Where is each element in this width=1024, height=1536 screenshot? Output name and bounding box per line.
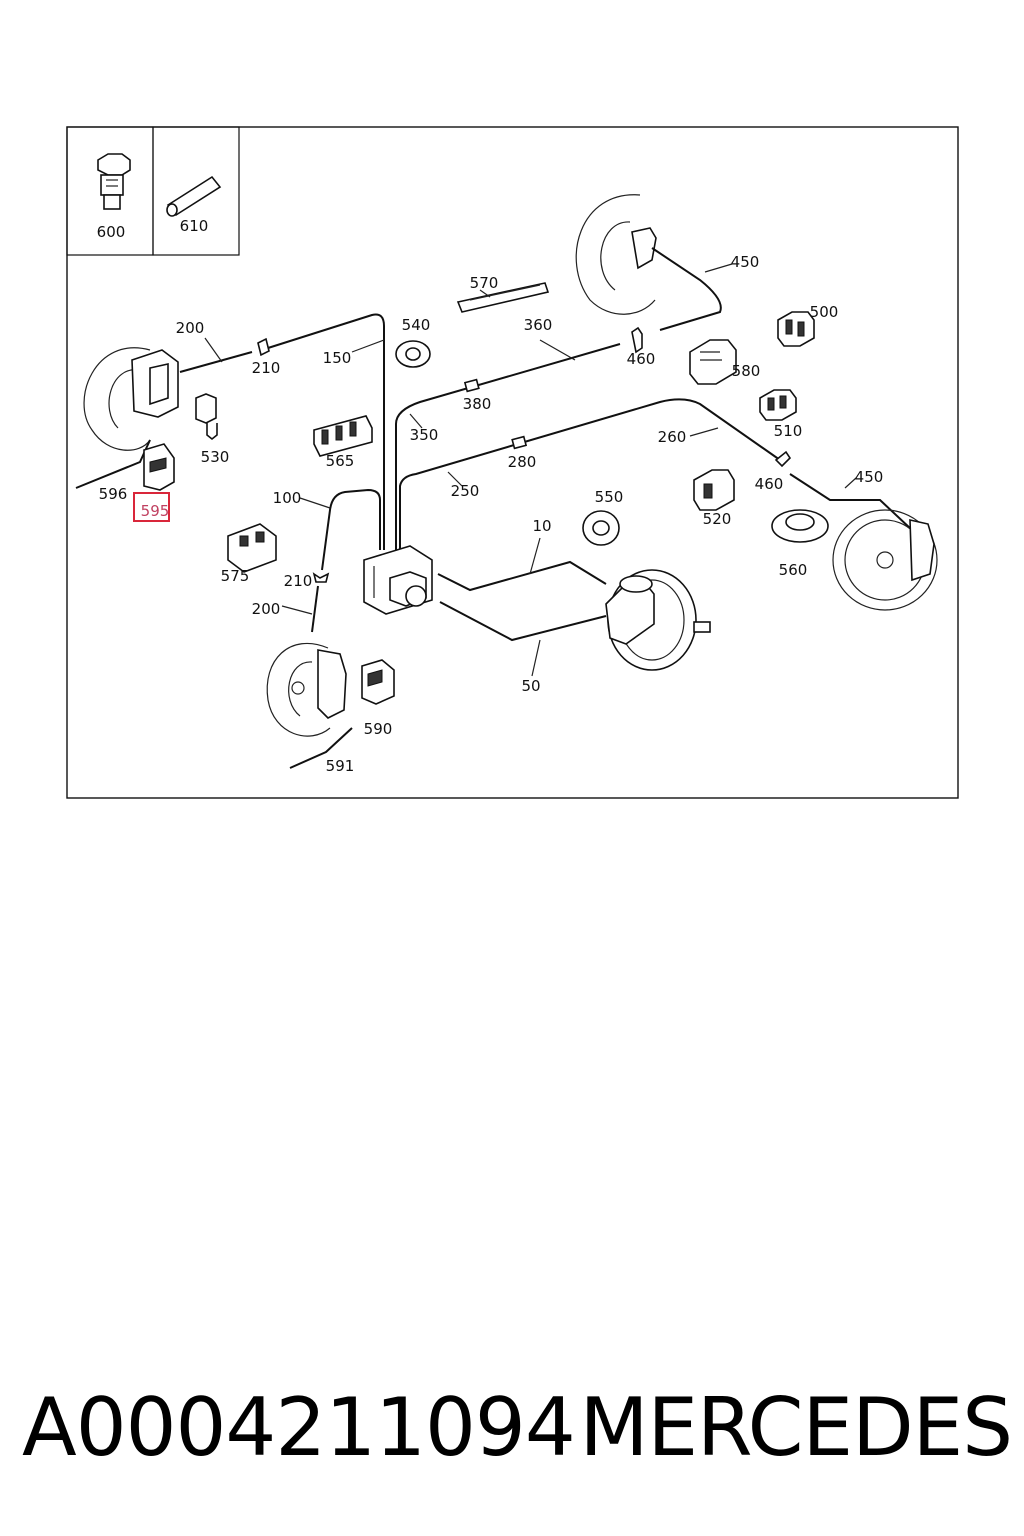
callout-360: 360	[524, 316, 553, 334]
sensor-cable-596	[75, 439, 151, 489]
brake-line-450-lower	[789, 473, 913, 531]
callout-500: 500	[810, 303, 839, 321]
part-number: A0004211094	[22, 1380, 576, 1474]
leader-450-lower	[844, 477, 857, 489]
clip-strip-565	[313, 415, 373, 457]
callout-450-lower: 450	[855, 468, 884, 486]
callout-250: 250	[451, 482, 480, 500]
highlight-box-595	[133, 492, 170, 522]
callout-100: 100	[273, 489, 302, 507]
brake-system-diagram: 600 610 570 450 500 540 360 460 580 200 …	[66, 126, 959, 799]
callout-580: 580	[732, 362, 761, 380]
brake-hose-200-top	[179, 351, 253, 373]
callout-380: 380	[463, 395, 492, 413]
leader-360	[539, 339, 576, 361]
callout-200-top: 200	[176, 319, 205, 337]
grommet-550	[582, 510, 620, 546]
sleeve-380	[463, 378, 480, 393]
leader-150	[351, 339, 385, 353]
callout-350: 350	[410, 426, 439, 444]
clip-210-lower	[312, 572, 330, 583]
sleeve-280	[511, 435, 528, 450]
brake-line-360	[395, 343, 621, 550]
wear-sensor-590	[361, 659, 395, 705]
grommet-560	[771, 509, 829, 543]
inset-box-610	[152, 126, 240, 256]
callout-520: 520	[703, 510, 732, 528]
callout-200-lower: 200	[252, 600, 281, 618]
bracket-510	[759, 389, 797, 421]
brake-line-100	[321, 488, 381, 571]
brand-name: MERCEDES	[579, 1380, 1013, 1474]
brake-line-260	[399, 398, 781, 550]
callout-591: 591	[326, 757, 355, 775]
callout-10: 10	[532, 517, 551, 535]
wear-sensor-595	[143, 443, 175, 491]
callout-565: 565	[326, 452, 355, 470]
cap-610	[166, 175, 222, 217]
brake-line-50	[439, 601, 607, 642]
callout-595: 595	[141, 502, 170, 520]
callout-510: 510	[774, 422, 803, 440]
leader-250	[447, 471, 463, 487]
hydraulic-unit	[363, 545, 433, 615]
holder-580	[689, 339, 737, 385]
callout-575: 575	[221, 567, 250, 585]
clip-460-lower	[774, 450, 792, 468]
product-caption: A0004211094 MERCEDES	[22, 1372, 1013, 1482]
brake-line-10	[437, 560, 607, 592]
callout-540: 540	[402, 316, 431, 334]
clip-210-top	[257, 337, 270, 357]
clip-460-top	[631, 326, 643, 354]
callout-210-top: 210	[252, 359, 281, 377]
brake-hose-200-lower	[311, 585, 319, 633]
seal-strip-570	[456, 282, 550, 313]
brake-booster	[605, 569, 711, 671]
sensor-530	[195, 393, 218, 441]
grommet-540	[395, 340, 431, 368]
callout-600: 600	[97, 223, 126, 241]
leader-260	[689, 427, 719, 437]
leader-100	[299, 497, 331, 509]
bleed-screw-600	[97, 153, 131, 210]
callout-labels: 600 610 570 450 500 540 360 460 580 200 …	[97, 217, 884, 775]
callout-460-lower: 460	[755, 475, 784, 493]
diagram-frame	[66, 126, 959, 799]
callout-260: 260	[658, 428, 687, 446]
brake-disc-front-lower	[266, 642, 347, 737]
callout-596: 596	[99, 485, 128, 503]
brake-line-150	[267, 313, 385, 550]
leader-450-top	[704, 263, 733, 273]
leader-50	[531, 639, 541, 677]
callout-610: 610	[180, 217, 209, 235]
brake-disc-rear-bottom	[832, 509, 938, 611]
leader-200-lower	[281, 605, 313, 615]
callout-280: 280	[508, 453, 537, 471]
callout-460-top: 460	[627, 350, 656, 368]
brake-disc-rear-top	[575, 194, 657, 315]
callout-50: 50	[521, 677, 540, 695]
callout-530: 530	[201, 448, 230, 466]
leader-200-top	[204, 337, 223, 363]
callout-550: 550	[595, 488, 624, 506]
callout-560: 560	[779, 561, 808, 579]
sensor-cable-591	[289, 727, 353, 769]
leader-570	[479, 289, 491, 298]
brake-line-450-top	[651, 247, 722, 331]
bracket-520	[693, 469, 735, 511]
leader-10	[529, 537, 541, 575]
bracket-575	[227, 523, 277, 573]
callout-150: 150	[323, 349, 352, 367]
callout-210-lower: 210	[284, 572, 313, 590]
brake-disc-front-left	[83, 347, 179, 451]
bracket-500	[777, 311, 815, 347]
callout-570: 570	[470, 274, 499, 292]
leader-350	[409, 413, 423, 429]
callout-590: 590	[364, 720, 393, 738]
callout-450-top: 450	[731, 253, 760, 271]
